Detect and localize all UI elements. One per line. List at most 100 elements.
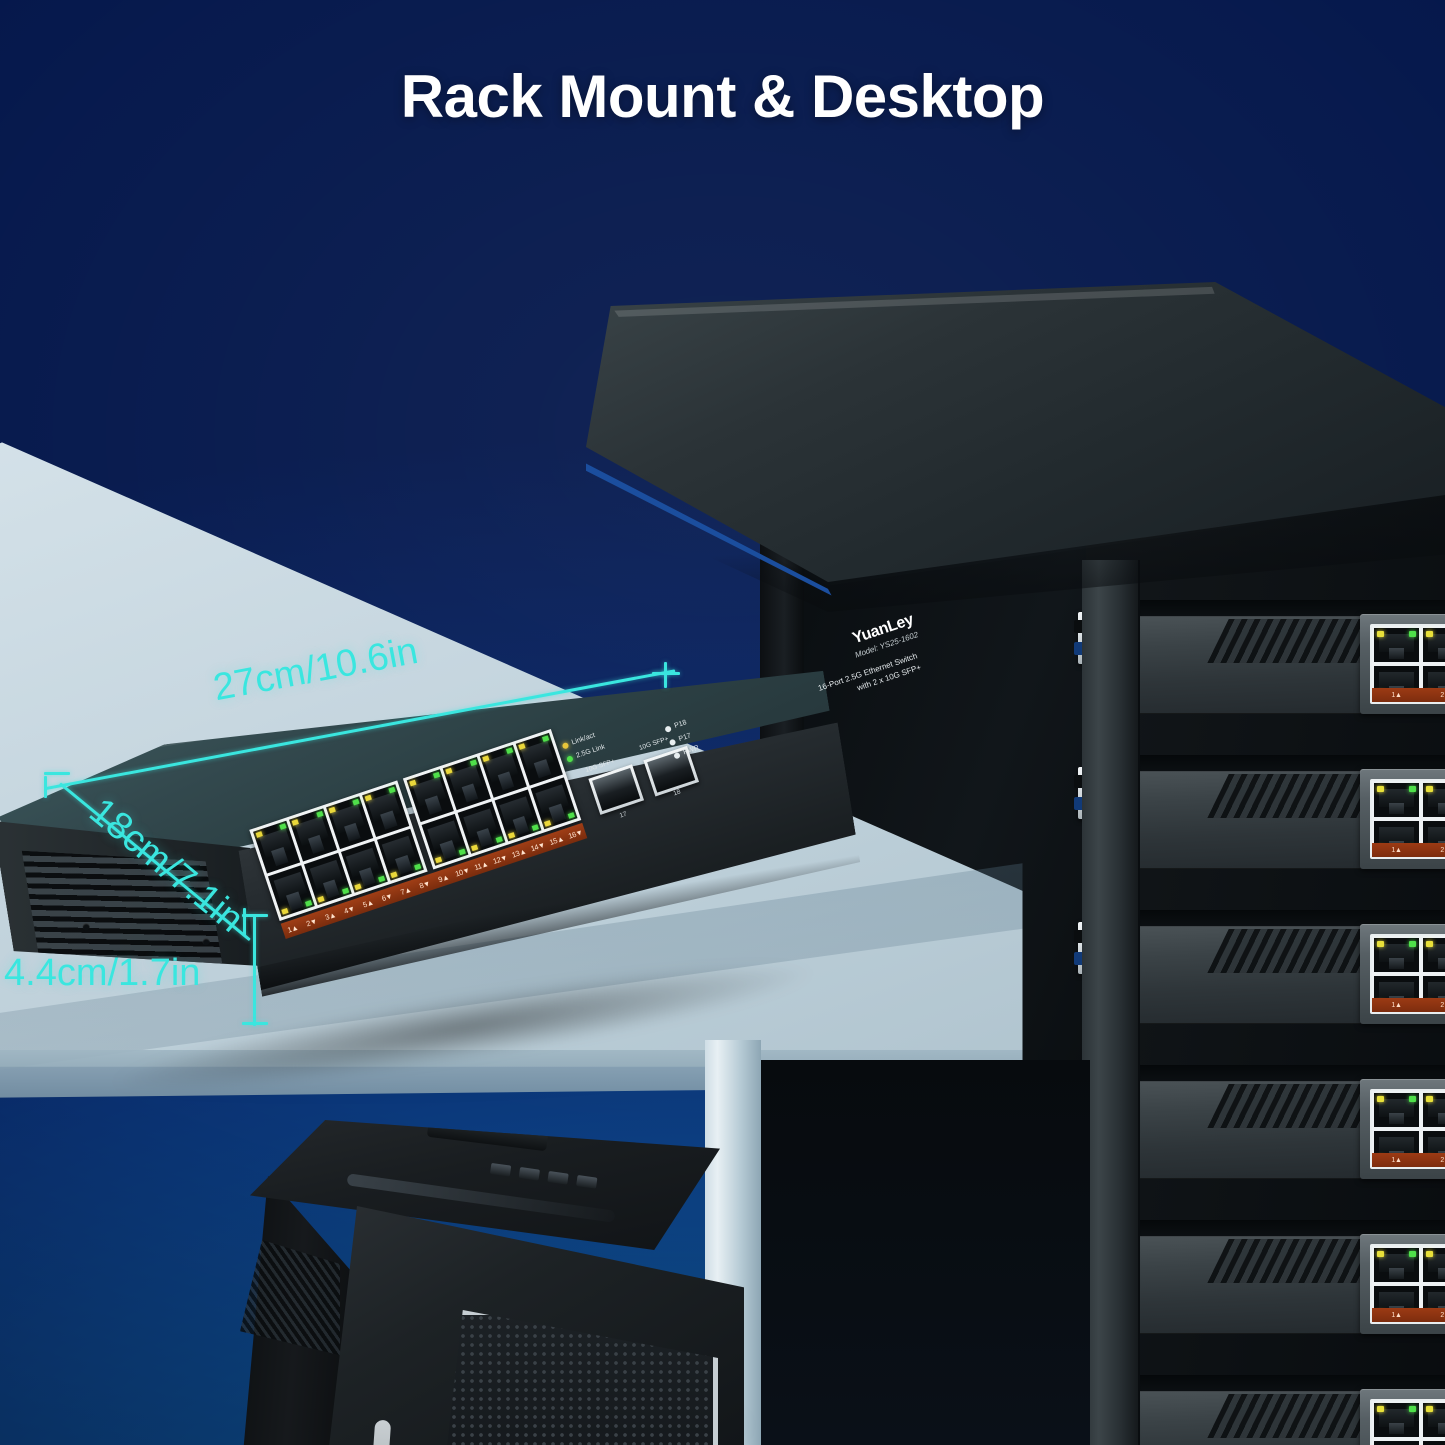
rj45-port[interactable] [1421, 626, 1445, 664]
port-number-label: 15▲ [548, 833, 565, 847]
rj45-port-grid [1372, 1401, 1445, 1445]
rj45-activity-led-icon [305, 899, 313, 907]
rj45-link-led-icon [471, 844, 479, 852]
led-legend-label: 2.5G Link [575, 743, 606, 760]
port-number-label: 8▼ [418, 878, 432, 891]
led-indicator-icon [668, 738, 677, 746]
led-indicator-icon [673, 751, 681, 759]
usb-port-icon [490, 1162, 512, 1177]
rack-unit-shelf [1118, 1220, 1445, 1238]
rj45-port-opening [1428, 789, 1445, 807]
port-number-strip: 1▲2▼3▲4▼ [1372, 998, 1445, 1012]
rj45-port[interactable] [1372, 1246, 1421, 1284]
rj45-port[interactable] [1372, 1091, 1421, 1129]
usb-port-icon [547, 1170, 569, 1185]
rj45-port[interactable] [1421, 1246, 1445, 1284]
rj45-link-led-icon [1426, 1251, 1433, 1257]
rj45-link-led-icon [390, 871, 398, 879]
rj45-port-opening [1379, 944, 1414, 962]
rj45-port-opening [1428, 982, 1445, 1000]
dimension-height-label: 4.4cm/1.7in [4, 952, 201, 994]
sfp-cage-opening [592, 768, 641, 812]
under-desk-dark-area [760, 1060, 1090, 1445]
rj45-link-led-icon [543, 820, 552, 827]
rack-unit-shelf [1118, 1375, 1445, 1393]
rack-unit-port-bay: 1▲2▼3▲4▼ [1360, 1079, 1445, 1179]
rack-unit[interactable]: 1▲2▼3▲4▼ [1060, 1365, 1445, 1445]
rj45-port-opening [1428, 1137, 1445, 1155]
rj45-port-tab [1389, 957, 1404, 970]
rj45-activity-led-icon [1409, 1251, 1416, 1257]
rj45-link-led-icon [1377, 1251, 1384, 1257]
rack-unit[interactable]: 1▲2▼3▲4▼ [1060, 745, 1445, 877]
port-number-label: 6▼ [380, 890, 394, 903]
rj45-link-led-icon [317, 895, 325, 903]
rack-unit[interactable]: 1▲2▼3▲4▼ [1060, 1210, 1445, 1342]
rj45-activity-led-icon [458, 848, 467, 856]
rj45-port[interactable] [1372, 1439, 1421, 1445]
rj45-port[interactable] [1421, 936, 1445, 974]
rj45-port-opening [1379, 1409, 1414, 1427]
rj45-activity-led-icon [1409, 941, 1416, 947]
port-number-strip: 1▲2▼3▲4▼ [1372, 843, 1445, 857]
rj45-port-tab [1438, 1267, 1445, 1280]
port-number-label: 14▼ [529, 839, 546, 853]
rj45-activity-led-icon [495, 836, 503, 844]
status-led-label: P17 [677, 732, 692, 744]
rack-unit-port-inner: 1▲2▼3▲4▼ [1370, 1399, 1445, 1445]
rj45-port[interactable] [1372, 936, 1421, 974]
rack-unit-port-bay: 1▲2▼3▲4▼ [1360, 1234, 1445, 1334]
rj45-activity-led-icon [1409, 1406, 1416, 1412]
rj45-activity-led-icon [567, 812, 575, 819]
rack-unit-port-bay: 1▲2▼3▲4▼ [1360, 1389, 1445, 1445]
rj45-link-led-icon [1426, 786, 1433, 792]
rack-unit-port-bay: 1▲2▼3▲4▼ [1360, 769, 1445, 869]
rj45-link-led-icon [1426, 1096, 1433, 1102]
rj45-port-opening [1428, 944, 1445, 962]
rj45-link-led-icon [1426, 941, 1433, 947]
port-number-label: 1▲ [1391, 846, 1402, 854]
rack-unit[interactable]: 1▲2▼3▲4▼ [1060, 1055, 1445, 1187]
port-number-strip: 1▲2▼3▲4▼ [1372, 1308, 1445, 1322]
rj45-port[interactable] [1372, 781, 1421, 819]
rj45-link-led-icon [1377, 786, 1384, 792]
rack-unit-port-inner: 1▲2▼3▲4▼ [1370, 934, 1445, 1014]
rj45-port[interactable] [1372, 626, 1421, 664]
rj45-port-opening [1379, 1099, 1414, 1117]
rack-mounting-rail [1082, 560, 1140, 1445]
port-number-label: 1▲ [1391, 1001, 1402, 1009]
port-number-strip: 1▲2▼3▲4▼ [1372, 1153, 1445, 1167]
rj45-port[interactable] [1421, 1401, 1445, 1439]
rj45-port[interactable] [1421, 1439, 1445, 1445]
rj45-activity-led-icon [377, 875, 386, 883]
rj45-port-opening [1379, 1254, 1414, 1272]
rack-unit-port-inner: 1▲2▼3▲4▼ [1370, 1244, 1445, 1324]
rj45-port-tab [1438, 957, 1445, 970]
rj45-port-tab [1389, 802, 1404, 815]
rj45-port-opening [1428, 1254, 1445, 1272]
rack-unit-shelf [1118, 755, 1445, 773]
rj45-port-opening [1379, 789, 1414, 807]
port-number-label: 1▲ [1391, 1311, 1402, 1319]
rj45-port[interactable] [1421, 781, 1445, 819]
rj45-activity-led-icon [414, 863, 422, 871]
rj45-port-opening [1428, 1409, 1445, 1427]
port-number-label: 12▼ [491, 852, 509, 866]
rj45-port-opening [1379, 672, 1414, 690]
rack-unit-shelf [1118, 600, 1445, 618]
rj45-port[interactable] [1372, 1401, 1421, 1439]
rj45-link-led-icon [1426, 1406, 1433, 1412]
rj45-port-opening [1428, 634, 1445, 652]
rj45-port-tab [1438, 647, 1445, 660]
rj45-link-led-icon [434, 856, 443, 864]
rack-unit-port-inner: 1▲2▼3▲4▼ [1370, 624, 1445, 704]
port-number-label: 2▼ [1440, 846, 1445, 854]
usb-port-icon [518, 1166, 541, 1181]
rj45-port[interactable] [1421, 1091, 1445, 1129]
rack-unit-shelf [1118, 1065, 1445, 1083]
rj45-port-opening [1428, 1292, 1445, 1310]
port-number-label: 2▼ [1440, 1311, 1445, 1319]
port-number-label: 5▲ [361, 897, 375, 909]
rj45-activity-led-icon [531, 824, 539, 831]
